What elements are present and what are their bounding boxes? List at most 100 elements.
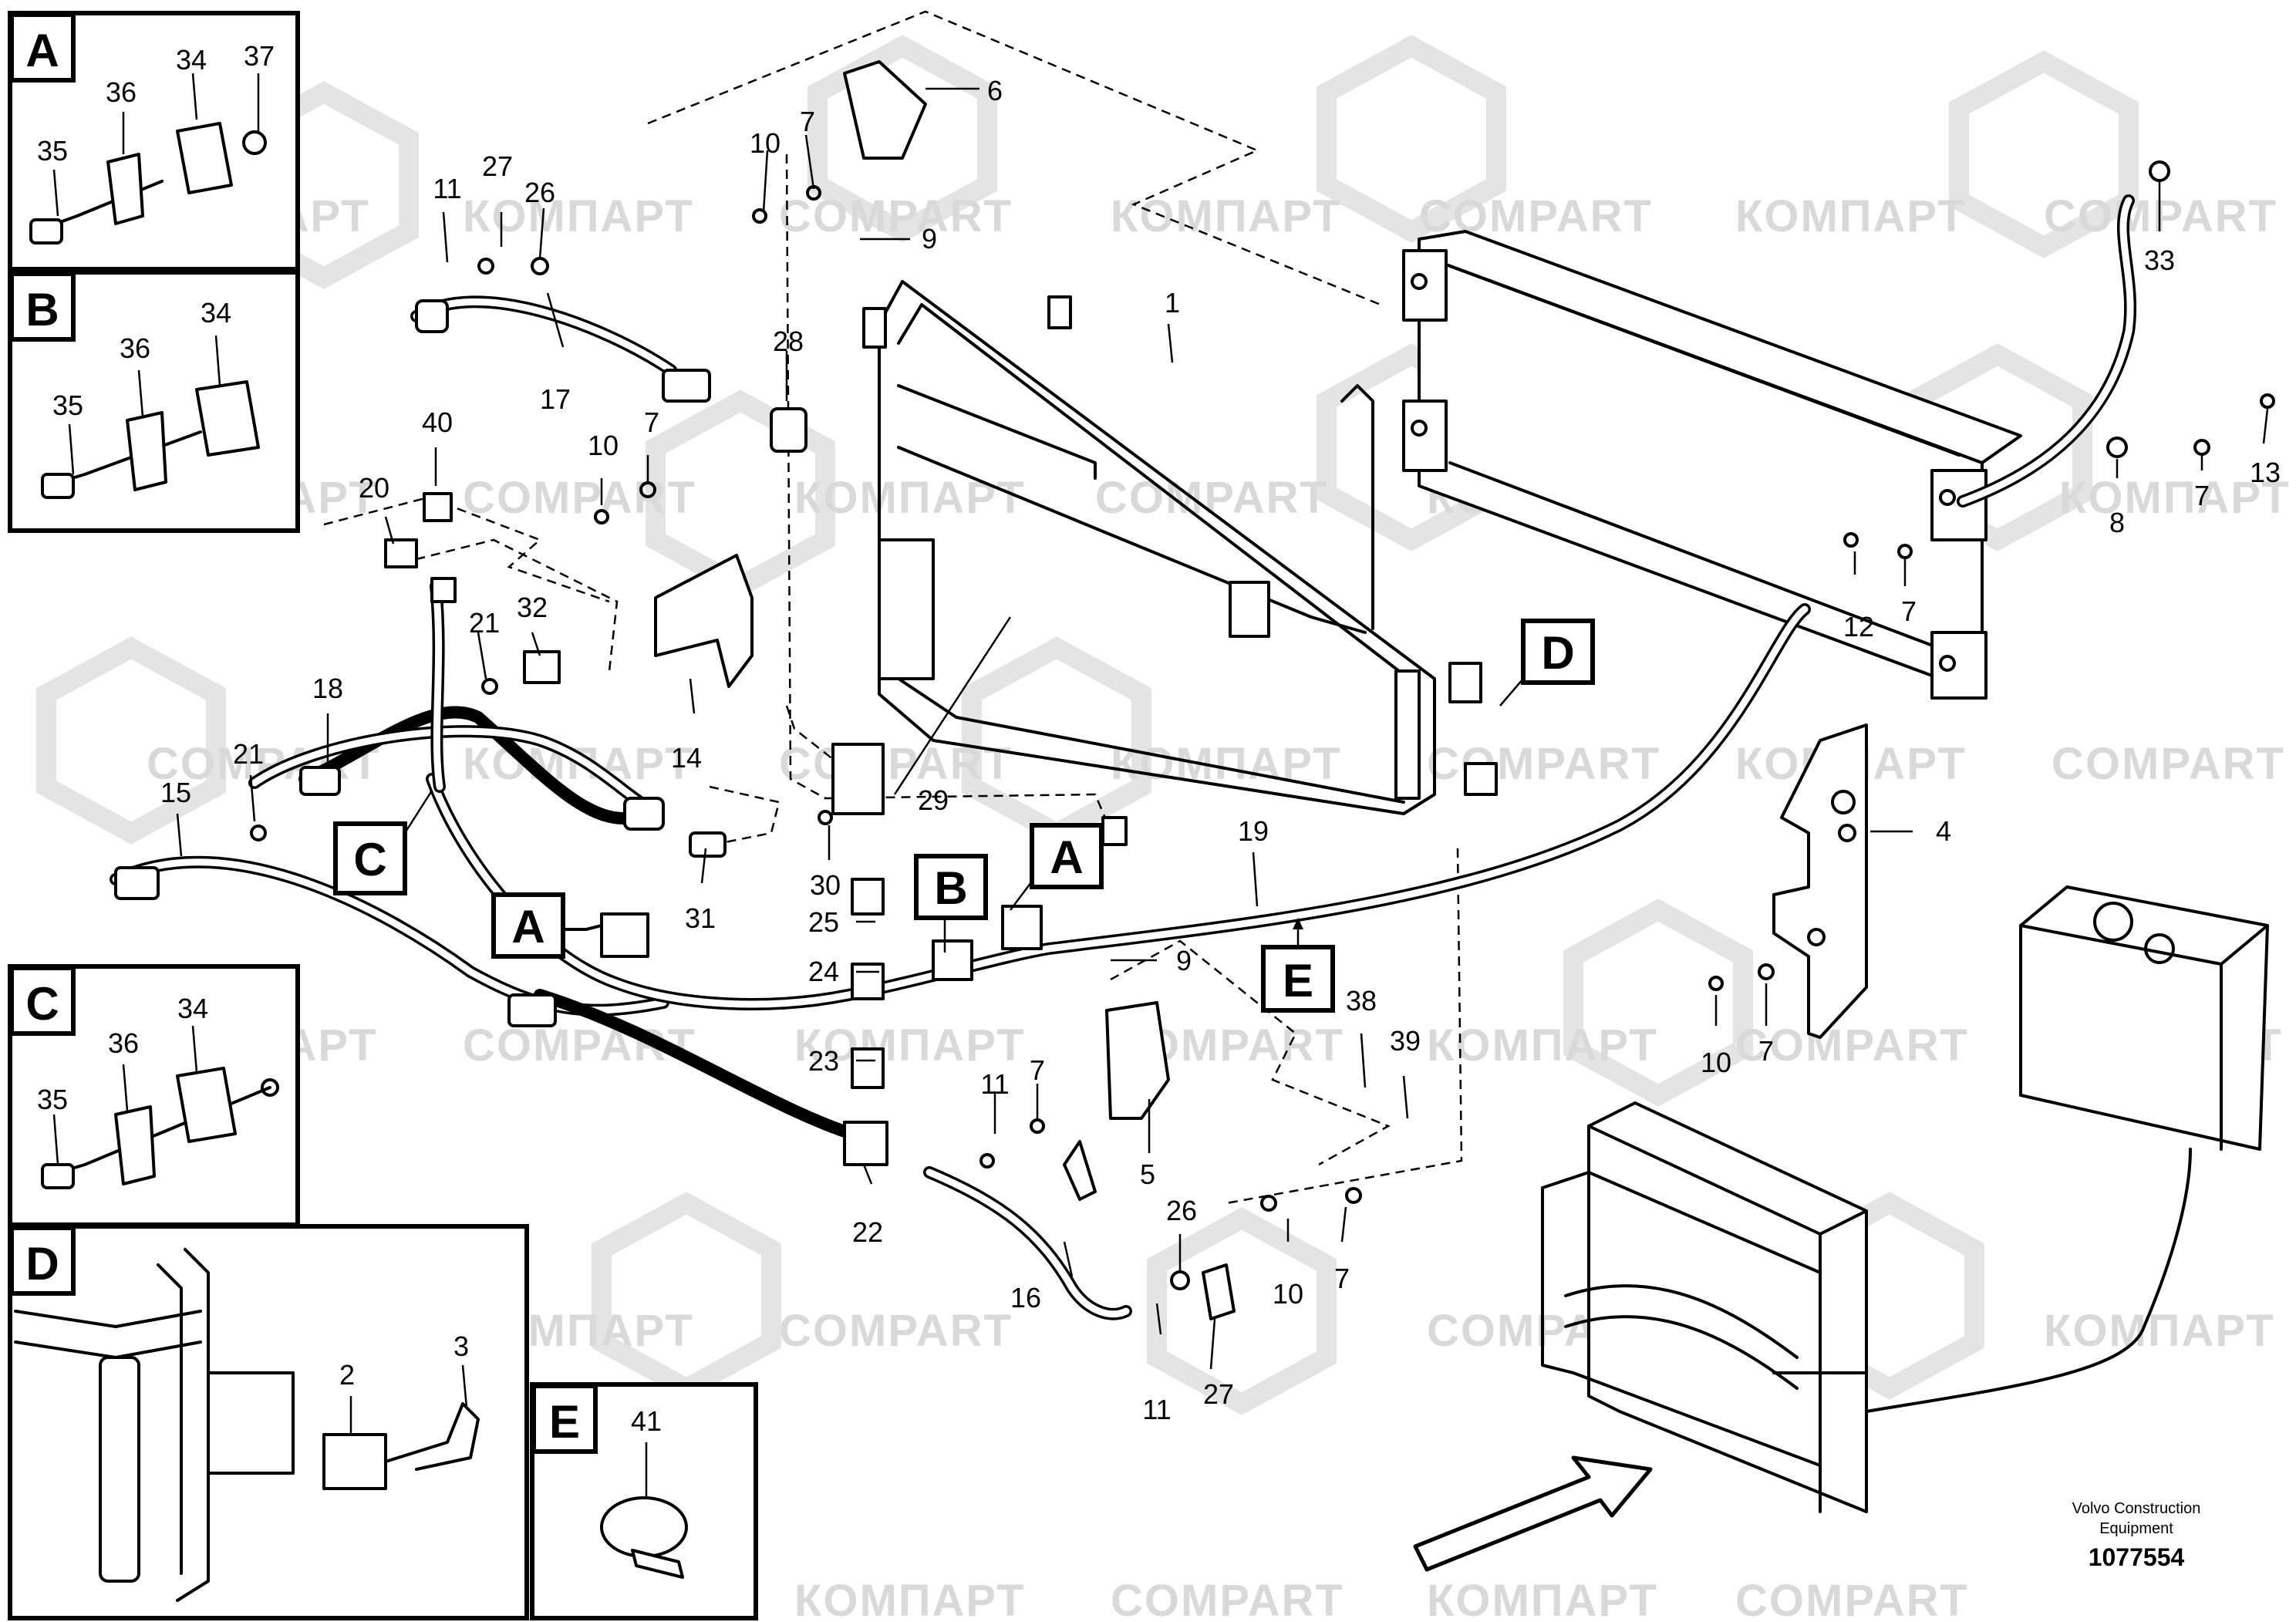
callout-30: 30: [810, 869, 841, 901]
detail-panel-a: A 34 37 36 35: [8, 11, 300, 271]
panel-c-callout-36: 36: [108, 1027, 139, 1059]
cooler-module: [1541, 1101, 1868, 1513]
panel-e-callout-41: 41: [631, 1405, 662, 1437]
callout-10-mid: 10: [588, 430, 619, 461]
callout-12: 12: [1843, 611, 1874, 642]
callout-6: 6: [987, 75, 1003, 106]
panel-a-callout-35: 35: [37, 135, 68, 167]
panel-a-callout-36: 36: [106, 76, 137, 108]
callout-7-far-right: 7: [2194, 480, 2210, 511]
footer-brand-line2: Equipment: [2099, 1520, 2173, 1537]
tag-c: C: [353, 834, 386, 885]
callout-11-bracket: 11: [980, 1068, 1009, 1100]
watermark-layer: КОМПАРТ КОМПАРТ COMPART КОМПАРТ COMPART …: [36, 35, 2291, 1622]
callout-9-mid: 9: [1176, 945, 1192, 976]
callout-23: 23: [808, 1045, 839, 1077]
watermark-cyrillic: КОМПАРТ: [1111, 191, 1342, 241]
tag-e: E: [1283, 955, 1313, 1007]
reference-tags: C A B A D E: [333, 619, 1595, 1013]
detail-panel-b: B 34 36 35: [8, 270, 300, 533]
callout-11-lower: 11: [1142, 1394, 1171, 1425]
panel-b-callout-34: 34: [201, 297, 231, 329]
callout-11-top: 11: [433, 173, 461, 204]
callout-5: 5: [1140, 1158, 1155, 1190]
callout-7-lower: 7: [1334, 1263, 1350, 1294]
panel-a-callout-34: 34: [176, 44, 207, 76]
callout-19: 19: [1238, 815, 1269, 847]
detail-panel-e: E 41: [530, 1382, 758, 1620]
callout-29: 29: [918, 784, 949, 816]
footer-brand-line1: Volvo Construction: [2072, 1500, 2201, 1517]
callout-7-mid: 7: [644, 406, 659, 438]
callout-38: 38: [1346, 985, 1377, 1017]
panel-a-callout-37: 37: [244, 40, 275, 72]
callout-14: 14: [671, 742, 702, 774]
callout-22: 22: [852, 1216, 883, 1248]
watermark-latin: COMPART: [1111, 1576, 1344, 1622]
callout-25: 25: [808, 906, 839, 938]
watermark-latin: COMPART: [779, 1306, 1013, 1356]
callout-18: 18: [312, 673, 343, 704]
detail-panel-d: D 2 3: [8, 1224, 529, 1620]
callout-1: 1: [1165, 287, 1180, 319]
callout-15: 15: [160, 777, 191, 808]
callout-24: 24: [808, 956, 839, 987]
footer-drawing-number: 1077554: [2089, 1543, 2185, 1571]
drawing-footer: Volvo Construction Equipment 1077554: [2072, 1500, 2201, 1571]
watermark-text: КОМПАРТ КОМПАРТ COMPART КОМПАРТ COMPART …: [139, 191, 2291, 1622]
callout-21-upper: 21: [469, 607, 500, 639]
panel-d-letter: D: [25, 1238, 59, 1290]
tag-d: D: [1541, 627, 1574, 679]
callout-26-top: 26: [524, 177, 555, 208]
callout-27-lower: 27: [1203, 1378, 1234, 1410]
tag-a-right: A: [1050, 831, 1083, 883]
panel-b-letter: B: [25, 284, 59, 336]
panel-c-callout-34: 34: [177, 993, 208, 1024]
callout-31: 31: [685, 902, 716, 934]
panel-d-callout-2: 2: [339, 1359, 355, 1391]
panel-e-letter: E: [549, 1396, 580, 1448]
panel-b-callout-36: 36: [120, 332, 150, 364]
watermark-cyrillic: КОМПАРТ: [1427, 1020, 1658, 1071]
frame-assembly: [862, 280, 1498, 815]
watermark-cyrillic: КОМПАРТ: [794, 473, 1026, 523]
callout-33: 33: [2144, 244, 2175, 276]
callout-27-top: 27: [482, 150, 513, 182]
callout-8: 8: [2109, 507, 2125, 538]
callout-26-lower: 26: [1166, 1195, 1197, 1226]
callout-7-bracket: 7: [1030, 1054, 1045, 1086]
fittings: [114, 60, 2275, 1320]
panel-c-letter: C: [25, 978, 59, 1030]
callout-39: 39: [1390, 1025, 1421, 1057]
hydraulic-tank: [1865, 885, 2269, 1413]
watermark-cyrillic: КОМПАРТ: [1427, 1576, 1658, 1622]
callout-17: 17: [540, 383, 571, 415]
watermark-latin: COMPART: [1735, 1020, 1969, 1071]
watermark-latin: COMPART: [779, 191, 1013, 241]
tag-a-left: A: [511, 901, 544, 953]
watermark-latin: COMPART: [463, 473, 696, 523]
bracket-4: [1772, 723, 1868, 1039]
callout-16: 16: [1010, 1282, 1041, 1313]
watermark-cyrillic: КОМПАРТ: [463, 191, 694, 241]
panel-b-callout-35: 35: [52, 389, 83, 421]
callout-20: 20: [359, 472, 389, 504]
callout-10-top: 10: [750, 127, 781, 159]
watermark-latin: COMPART: [1427, 739, 1660, 789]
callout-13: 13: [2250, 457, 2281, 488]
callout-40: 40: [422, 406, 453, 438]
callout-28: 28: [773, 325, 804, 357]
callout-10-lower: 10: [1273, 1278, 1303, 1310]
callout-32: 32: [517, 592, 548, 623]
panel-a-letter: A: [25, 25, 59, 76]
watermark-latin: COMPART: [2052, 739, 2285, 789]
airflow-arrow: [1413, 1455, 1653, 1572]
callout-7-top: 7: [800, 106, 815, 137]
callout-9-top: 9: [922, 223, 937, 255]
part-callouts: 1 4 5 6 7 7 7 7 7 7 7 8 9 9 10 10 10 10 …: [160, 75, 2281, 1425]
watermark-cyrillic: КОМПАРТ: [2044, 1306, 2275, 1356]
detail-panel-c: C 34 36 35: [8, 964, 300, 1227]
watermark-cyrillic: КОМПАРТ: [2059, 473, 2291, 523]
panel-d-callout-3: 3: [453, 1330, 469, 1362]
